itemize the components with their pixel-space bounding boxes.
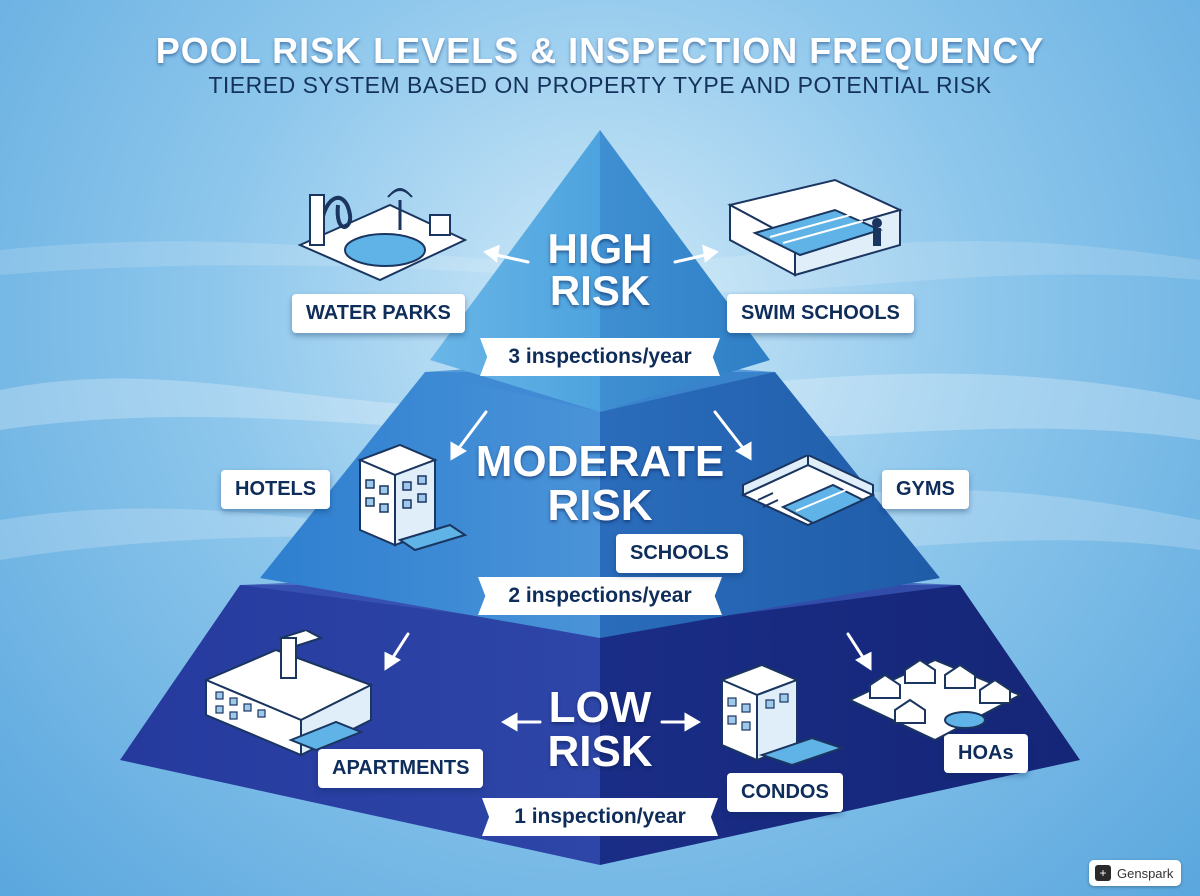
- label-swim-schools: SWIM SCHOOLS: [727, 294, 914, 333]
- genspark-logo-icon: +: [1095, 865, 1111, 881]
- water-park-icon: [297, 188, 468, 282]
- swim-school-icon: [727, 178, 903, 277]
- low-risk-title-line2: RISK: [547, 727, 653, 776]
- moderate-risk-title-line2: RISK: [547, 481, 653, 530]
- label-apartments: APARTMENTS: [318, 749, 484, 788]
- label-hoas: HOAs: [944, 734, 1028, 773]
- condos-icon: [719, 663, 846, 767]
- arrow-icons: [384, 244, 872, 732]
- label-hotels: HOTELS: [221, 470, 331, 509]
- high-risk-title-line1: HIGH: [547, 225, 653, 272]
- hoa-icon: [847, 658, 1023, 742]
- low-risk-title-line1: LOW: [548, 683, 652, 732]
- low-risk-title: LOW RISK: [500, 686, 700, 774]
- gym-icon: [740, 455, 876, 527]
- label-gyms: GYMS: [882, 470, 969, 509]
- high-risk-title: HIGH RISK: [500, 228, 700, 312]
- label-condos: CONDOS: [727, 773, 843, 812]
- page-subtitle: TIERED SYSTEM BASED ON PROPERTY TYPE AND…: [208, 72, 992, 98]
- hotel-icon: [357, 443, 468, 552]
- page-title: POOL RISK LEVELS & INSPECTION FREQUENCY: [155, 30, 1045, 71]
- high-frequency-banner: 3 inspections/year: [480, 338, 720, 376]
- label-schools: SCHOOLS: [616, 534, 743, 573]
- label-water-parks: WATER PARKS: [292, 294, 465, 333]
- genspark-label: Genspark: [1117, 865, 1174, 881]
- low-tier-right-face: [600, 585, 1080, 865]
- moderate-frequency-banner: 2 inspections/year: [478, 577, 722, 615]
- apartments-icon: [203, 630, 374, 757]
- low-frequency-banner: 1 inspection/year: [482, 798, 718, 836]
- moderate-risk-title: MODERATE RISK: [440, 440, 760, 528]
- high-risk-title-line2: RISK: [549, 267, 651, 314]
- moderate-risk-title-line1: MODERATE: [475, 437, 725, 486]
- genspark-watermark: + Genspark: [1089, 860, 1181, 886]
